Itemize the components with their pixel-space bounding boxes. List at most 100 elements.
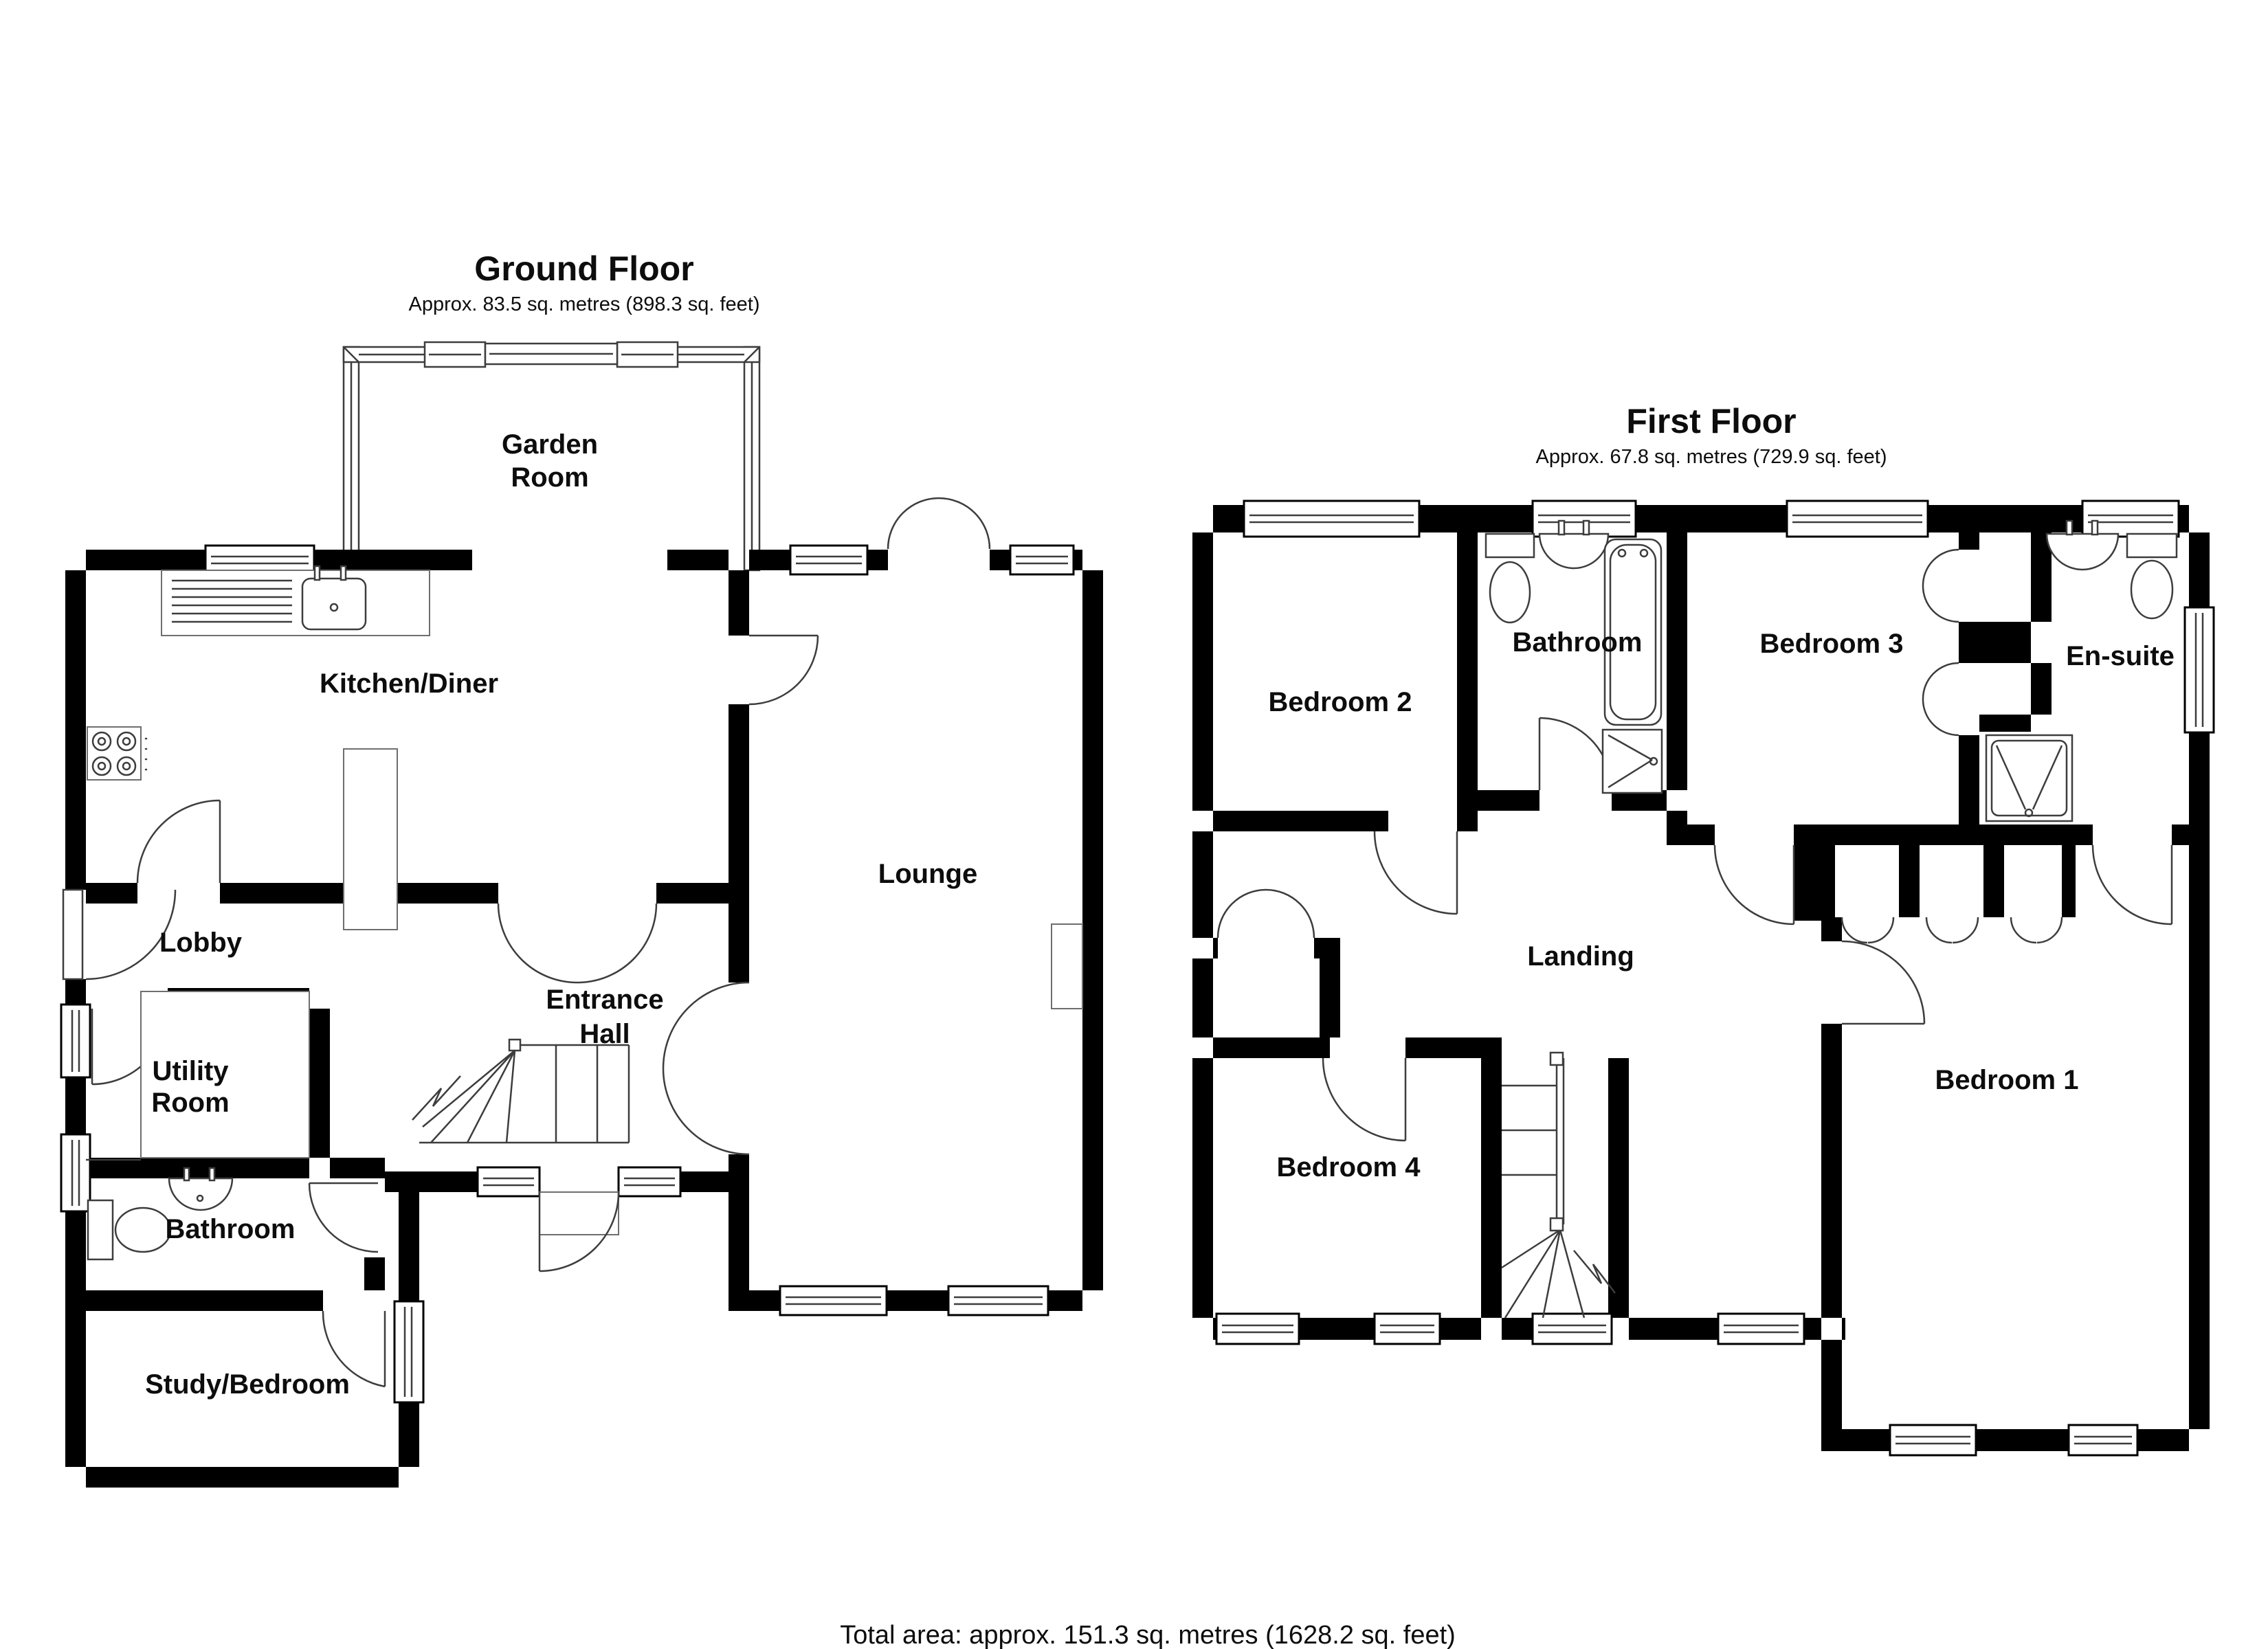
burner-inner [122,737,131,746]
door-arc [1841,940,1926,1025]
tap [2091,519,2099,536]
stair-lines [1501,1058,1586,1319]
room-label-garden-room: Garden [502,429,598,460]
toilet-bowl [2130,559,2174,620]
door-arc [2091,844,2173,926]
newel-post [1549,1051,1564,1066]
window [617,1166,682,1198]
tap [208,1167,216,1182]
gf-area: Approx. 83.5 sq. metres (898.3 sq. feet) [409,293,760,315]
shower-screen-lines [1608,734,1653,789]
door-arc [322,1310,386,1388]
room-label-entrance-hall: Entrance [546,985,663,1015]
door-leaf [62,888,84,980]
door-arc [1373,831,1458,915]
room-label-lobby: Lobby [159,928,243,958]
room-label-entrance-hall: Hall [579,1019,630,1049]
window [60,1003,91,1079]
drain [329,603,339,612]
tap [1582,519,1590,536]
basin [2045,532,2120,571]
burner [116,756,137,776]
kitchen-island [343,748,398,930]
burner [91,731,112,752]
ensuite-fixtures [1985,519,2178,822]
gf-bathroom-fixtures [87,1167,234,1261]
kitchen-fixtures [87,565,430,930]
tap [1639,548,1649,558]
french-door-arcs [887,497,991,550]
window [2067,1424,2139,1457]
shower-tray [1601,728,1663,794]
window [2183,606,2215,734]
total-area-text: Total area: approx. 151.3 sq. metres (16… [840,1621,1456,1649]
bifold-door [1925,917,1979,944]
toilet-cistern [1485,532,1535,559]
window [393,1300,425,1404]
window [476,1166,541,1198]
sink-drainer-lines [172,579,292,623]
ff-bathroom-fixtures [1485,519,1663,794]
stair-lines [419,1044,630,1144]
ground-floor-plan: Ground Floor Approx. 83.5 sq. metres (89… [60,249,1103,1488]
window [789,544,869,576]
ff-doors [1216,548,2173,1142]
cupboard-double-door-arcs [1216,888,1315,939]
room-label-bedroom-1: Bedroom 1 [1935,1065,2079,1095]
stair-break-line [412,1075,461,1121]
bifold-door [1922,548,1959,623]
hob [87,726,142,781]
door-arc [1713,844,1795,926]
drain [1649,756,1658,766]
door-arc [748,634,819,706]
tap [183,1167,190,1182]
burner [91,756,112,776]
room-label-study-bedroom: Study/Bedroom [145,1369,350,1400]
porch-recess [539,1191,619,1235]
gf-stairs [412,1038,630,1144]
toilet-bowl [114,1207,172,1253]
newel-post [508,1038,522,1052]
double-door-arcs [497,903,658,984]
drain [2024,808,2034,818]
burner-inner [97,761,107,771]
fireplace-recess [1051,923,1083,1009]
room-label-bedroom-2: Bedroom 2 [1269,687,1412,717]
window [1373,1312,1441,1345]
window [1243,500,1421,538]
stair-break-line [1573,1250,1616,1294]
window [1531,1312,1613,1345]
window [1009,544,1075,576]
tap [340,565,347,581]
room-label-gf-bathroom: Bathroom [166,1214,296,1244]
room-label-bedroom-3: Bedroom 3 [1760,629,1904,659]
bathtub-inner [1609,543,1657,721]
room-label-ff-bathroom: Bathroom [1513,627,1643,658]
garden-room-mullion-lines [429,352,674,356]
bifold-door [1922,662,1959,737]
ff-title: First Floor [1626,402,1796,440]
tap [1557,519,1566,536]
gf-window-glazing [71,555,1068,1397]
room-label-garden-room: Room [511,462,588,493]
ff-wall-structure [1192,505,2210,1451]
bifold-door [1841,917,1895,944]
ff-window-glazing [1222,514,2204,1445]
room-label-en-suite: En-suite [2066,641,2175,671]
tap [1617,548,1627,558]
burner [116,731,137,752]
burner-inner [97,737,107,746]
newel-post [1549,1217,1564,1232]
gf-windows [60,544,1075,1404]
double-door-arcs [662,981,750,1156]
bifold-door [2010,917,2063,944]
window [779,1285,888,1316]
door-arc [136,799,221,884]
toilet-cistern [87,1199,114,1261]
bathtub [1603,538,1663,726]
room-label-lounge: Lounge [878,859,977,889]
front-door-arc [538,1191,620,1272]
burner-inner [122,761,131,771]
ff-windows [1215,500,2215,1457]
